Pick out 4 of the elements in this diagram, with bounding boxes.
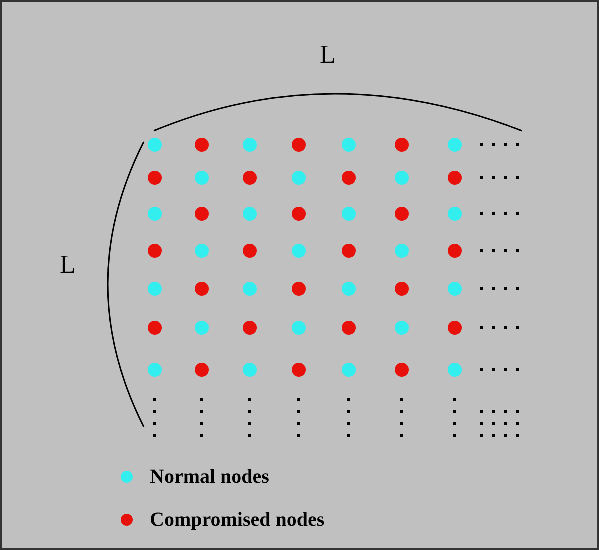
dimension-label: L — [320, 42, 336, 68]
dimension-label: L — [60, 252, 76, 278]
legend-label: Compromised nodes — [150, 510, 325, 530]
legend-label: Normal nodes — [150, 467, 270, 487]
